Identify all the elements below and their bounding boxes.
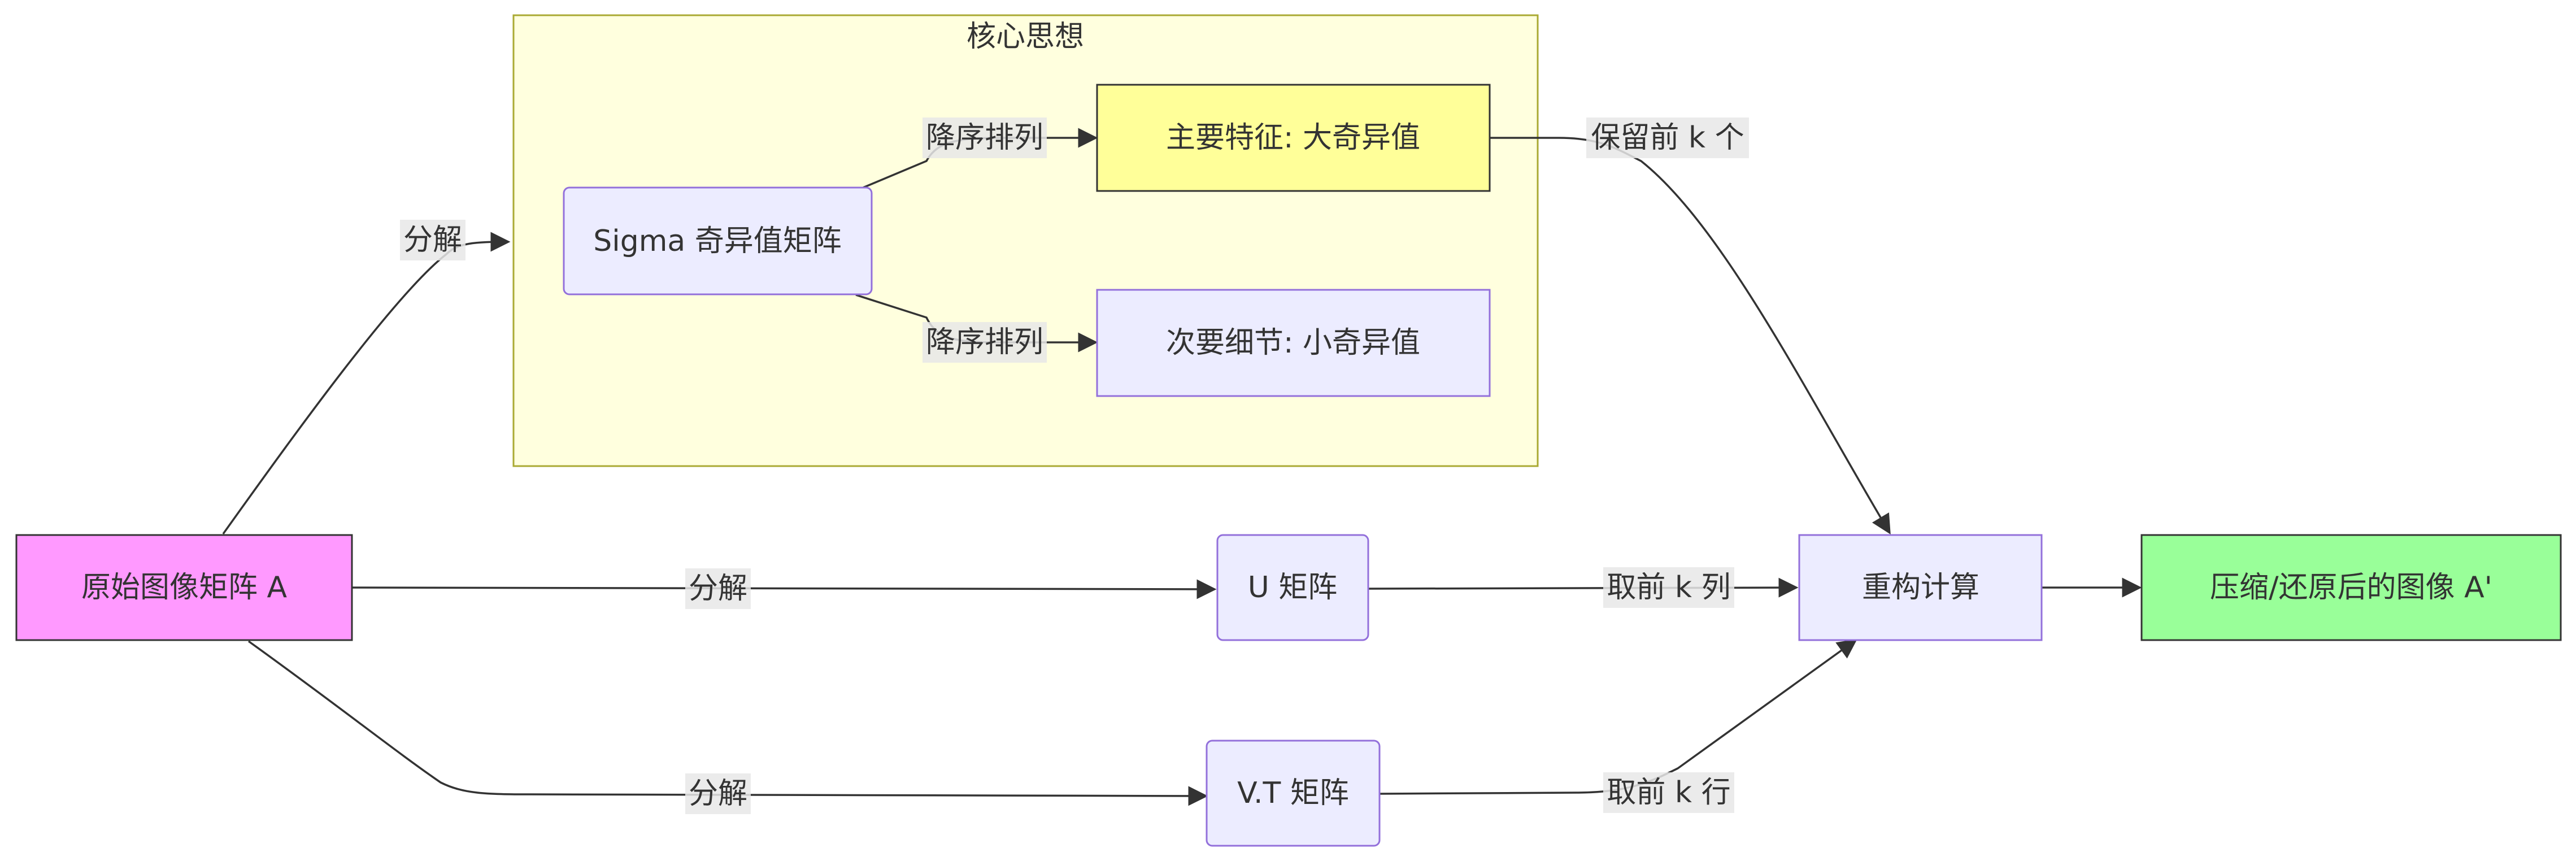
edge-vt-to-reconstruct	[1379, 638, 1857, 795]
node-sigma-matrix-box	[563, 186, 873, 295]
node-major-features: 主要特征: 大奇异值	[1096, 84, 1491, 192]
core-idea-cluster-title: 核心思想	[967, 20, 1084, 54]
edge-label-original-vt: 分解	[685, 773, 751, 814]
node-sigma-matrix: Sigma 奇异值矩阵	[563, 186, 873, 295]
node-u-matrix-box	[1216, 534, 1369, 641]
edge-label-original-sigma: 分解	[400, 220, 465, 260]
node-reconstruct-label: 重构计算	[1862, 571, 1979, 605]
node-minor-details-box	[1096, 289, 1491, 397]
edge-label-sigma-major: 降序排列	[923, 118, 1047, 158]
node-u-matrix-label: U 矩阵	[1248, 571, 1338, 605]
svg-text:保留前 k 个: 保留前 k 个	[1591, 121, 1744, 155]
node-vt-matrix-label: V.T 矩阵	[1237, 776, 1349, 810]
node-major-features-box	[1096, 84, 1491, 192]
node-result-image-label: 压缩/还原后的图像 A'	[2210, 571, 2492, 605]
svg-text:分解: 分解	[689, 777, 747, 811]
edge-label-sigma-minor: 降序排列	[923, 322, 1047, 363]
node-original-matrix-box	[15, 534, 353, 641]
svg-text:降序排列: 降序排列	[926, 325, 1043, 359]
edge-label-vt-reconstruct: 取前 k 行	[1603, 772, 1734, 813]
svg-text:降序排列: 降序排列	[926, 121, 1043, 155]
node-vt-matrix: V.T 矩阵	[1206, 740, 1381, 847]
node-u-matrix: U 矩阵	[1216, 534, 1369, 641]
node-result-image: 压缩/还原后的图像 A'	[2140, 534, 2562, 641]
edge-labels: 分解 分解 分解 降序排列 降序排列 保留前 k 个 取前 k 列 取前 k	[400, 118, 1749, 814]
node-result-image-box	[2140, 534, 2562, 641]
node-reconstruct: 重构计算	[1798, 534, 2043, 641]
node-reconstruct-box	[1798, 534, 2043, 641]
node-original-matrix-label: 原始图像矩阵 A	[81, 571, 288, 605]
edge-label-major-reconstruct: 保留前 k 个	[1586, 118, 1749, 158]
svg-text:分解: 分解	[403, 223, 462, 257]
nodes: 原始图像矩阵 A Sigma 奇异值矩阵 主要特征: 大奇异值 次要细节: 小奇…	[15, 84, 2562, 847]
edge-label-u-reconstruct: 取前 k 列	[1603, 567, 1734, 608]
svg-text:取前 k 行: 取前 k 行	[1607, 776, 1730, 810]
node-vt-matrix-box	[1206, 740, 1381, 847]
node-minor-details-label: 次要细节: 小奇异值	[1166, 326, 1420, 360]
node-original-matrix: 原始图像矩阵 A	[15, 534, 353, 641]
node-sigma-matrix-label: Sigma 奇异值矩阵	[593, 224, 842, 258]
edge-label-original-u: 分解	[685, 568, 751, 609]
edge-original-to-vt	[247, 640, 1208, 806]
svg-text:分解: 分解	[689, 572, 747, 606]
edge-original-to-sigma	[222, 232, 511, 535]
edge-original-to-u	[352, 579, 1217, 599]
node-minor-details: 次要细节: 小奇异值	[1096, 289, 1491, 397]
svg-text:取前 k 列: 取前 k 列	[1607, 571, 1730, 605]
node-major-features-label: 主要特征: 大奇异值	[1166, 121, 1420, 155]
edge-major-to-reconstruct	[1489, 137, 1891, 535]
